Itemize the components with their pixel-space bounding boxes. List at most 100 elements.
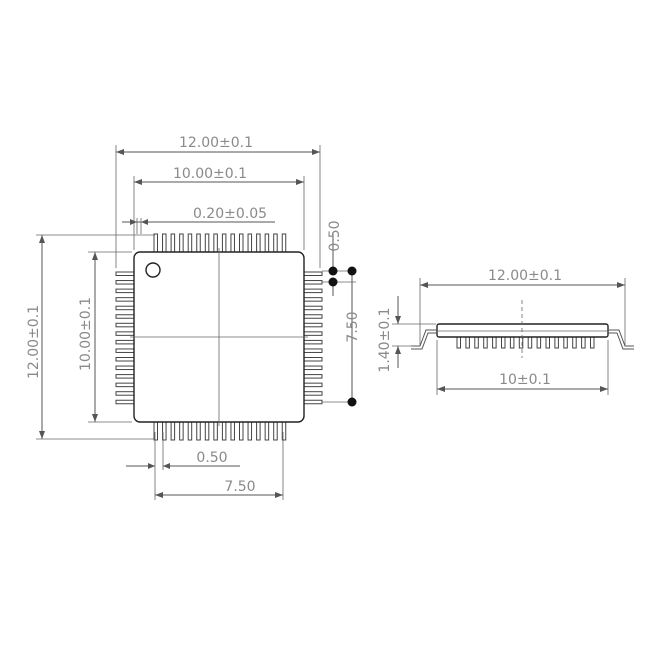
- lead-bottom: [213, 421, 218, 441]
- overall-width-label: 12.00±0.1: [179, 135, 253, 151]
- lead-left: [115, 374, 135, 379]
- lead-bottom: [187, 421, 193, 441]
- side-lead: [474, 336, 479, 349]
- lead-left: [115, 271, 135, 276]
- lead-left: [115, 280, 135, 285]
- lead-left: [115, 331, 135, 336]
- pins-right: [303, 271, 323, 405]
- lead-bottom: [196, 421, 201, 441]
- side-lead: [465, 336, 470, 349]
- top-view: 12.00±0.1 10.00±0.1 0.20±0.05 12.00±0.1: [26, 135, 361, 500]
- body-height-label: 10.00±0.1: [78, 297, 94, 371]
- lead-left: [115, 322, 135, 328]
- dim-body-height: 10.00±0.1: [78, 251, 132, 423]
- lead-bottom: [264, 421, 270, 441]
- lead-left: [115, 339, 135, 345]
- side-pins: [456, 336, 595, 349]
- lead-right: [303, 322, 323, 328]
- lead-right: [303, 314, 323, 319]
- side-body: [436, 323, 609, 338]
- dim-lead-width: 0.20±0.05: [122, 206, 275, 234]
- lead-left: [115, 382, 135, 388]
- side-lead: [483, 336, 488, 349]
- pins-left: [115, 271, 135, 405]
- lead-right: [303, 280, 323, 285]
- pins-bottom: [153, 421, 287, 441]
- lead-right: [303, 297, 323, 302]
- overall-height-label: 12.00±0.1: [26, 305, 42, 379]
- lead-bottom: [256, 421, 261, 441]
- lead-top: [153, 233, 158, 253]
- lead-right: [303, 348, 323, 353]
- lead-right: [303, 271, 323, 276]
- lead-top: [204, 233, 210, 253]
- lead-right: [303, 305, 323, 311]
- lead-bottom: [170, 421, 176, 441]
- lead-left: [115, 305, 135, 311]
- lead-bottom: [273, 421, 278, 441]
- lead-bottom: [239, 421, 244, 441]
- lead-left: [115, 365, 135, 371]
- lead-left: [115, 357, 135, 362]
- lead-left: [115, 399, 135, 405]
- lead-top: [230, 233, 235, 253]
- lead-bottom: [221, 421, 227, 441]
- lead-top: [179, 233, 184, 253]
- side-lead: [501, 336, 506, 349]
- lead-right: [303, 331, 323, 336]
- side-overall-width-label: 12.00±0.1: [488, 268, 562, 284]
- side-lead: [527, 336, 533, 349]
- side-body-width-label: 10±0.1: [499, 372, 551, 388]
- lead-right: [303, 357, 323, 362]
- side-lead: [456, 336, 461, 349]
- lead-bottom: [204, 421, 210, 441]
- dim-right-leads: 0.50 7.50: [322, 220, 361, 407]
- side-lead: [545, 336, 550, 349]
- lead-left: [115, 314, 135, 319]
- lead-bottom: [247, 421, 253, 441]
- lead-bottom: [230, 421, 235, 441]
- side-lead: [590, 336, 595, 349]
- lead-left: [115, 391, 135, 396]
- dim-side-overall-width: 12.00±0.1: [419, 268, 626, 345]
- dim-side-height: 1.40±0.1: [377, 296, 436, 373]
- left-gull-lead: [411, 329, 437, 347]
- lead-right: [303, 374, 323, 379]
- dim-body-width: 10.00±0.1: [133, 166, 305, 250]
- right-pitch-label: 0.50: [327, 220, 343, 251]
- bottom-pitch-label: 0.50: [196, 450, 227, 466]
- lead-right: [303, 399, 323, 405]
- lead-left: [115, 348, 135, 353]
- lead-top: [273, 233, 278, 253]
- lead-top: [196, 233, 201, 253]
- lead-right: [303, 382, 323, 388]
- lead-bottom: [153, 421, 158, 441]
- side-lead: [581, 336, 586, 349]
- lead-right: [303, 339, 323, 345]
- pins-top: [153, 233, 287, 253]
- side-lead: [554, 336, 559, 349]
- lead-width-label: 0.20±0.05: [193, 206, 267, 222]
- right-span-label: 7.50: [345, 311, 361, 342]
- lead-top: [162, 233, 167, 253]
- side-height-label: 1.40±0.1: [377, 307, 393, 372]
- side-lead: [563, 336, 568, 349]
- lead-right: [303, 365, 323, 371]
- lead-left: [115, 297, 135, 302]
- lead-top: [221, 233, 227, 253]
- lead-right: [303, 391, 323, 396]
- side-view: 12.00±0.1 1.40±0.1 10±0.1: [377, 268, 634, 395]
- lead-top: [281, 233, 287, 253]
- lead-top: [213, 233, 218, 253]
- dim-bottom-leads: 0.50 7.50: [126, 432, 284, 500]
- lead-top: [264, 233, 270, 253]
- dim-overall-width: 12.00±0.1: [115, 135, 321, 268]
- lead-top: [239, 233, 244, 253]
- lead-top: [256, 233, 261, 253]
- side-lead: [536, 336, 542, 349]
- pin1-marker: [145, 262, 161, 278]
- lead-bottom: [179, 421, 184, 441]
- side-lead: [572, 336, 577, 349]
- lead-top: [170, 233, 176, 253]
